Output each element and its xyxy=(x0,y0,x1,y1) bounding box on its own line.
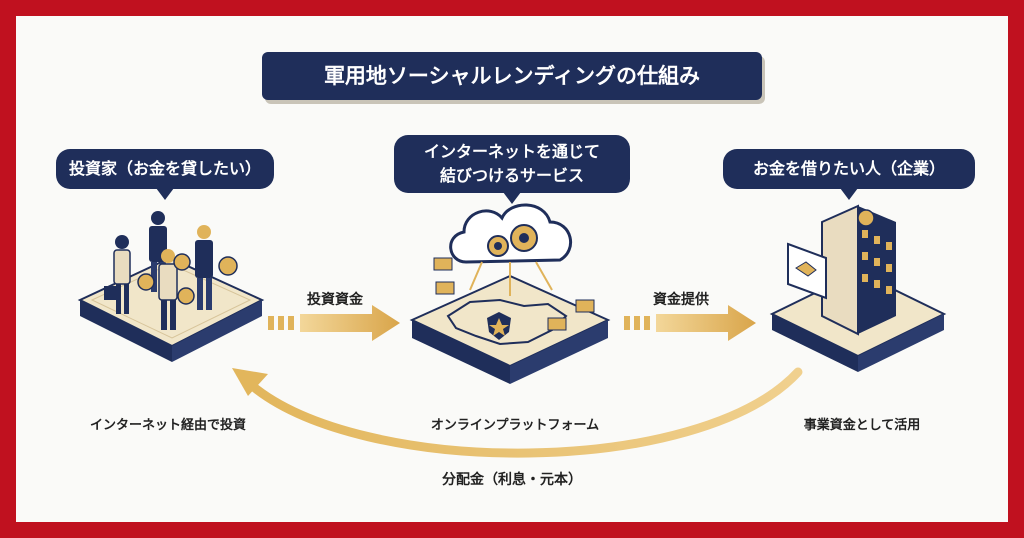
return-flow-label: 分配金（利息・元本） xyxy=(442,472,582,488)
bubble-tail xyxy=(156,188,174,200)
borrower-caption: 事業資金として活用 xyxy=(803,418,921,433)
invest-arrow xyxy=(268,305,400,341)
investor-bubble: 投資家（お金を貸したい） xyxy=(56,149,274,200)
investor-bubble-text: 投資家（お金を貸したい） xyxy=(68,159,261,178)
bubble-tail xyxy=(503,192,521,204)
investor-caption: インターネット経由で投資 xyxy=(89,418,246,433)
building-icon xyxy=(787,204,896,336)
return-arc-arrow xyxy=(232,367,803,458)
service-bubble-line1: インターネットを通じて xyxy=(423,142,600,161)
service-bubble-line2: 結びつけるサービス xyxy=(439,166,584,185)
cloud-gears-icon xyxy=(433,203,595,331)
page-title: 軍用地ソーシャルレンディングの仕組み xyxy=(262,52,762,100)
borrower-bubble: お金を借りたい人（企業） xyxy=(723,149,975,200)
investor-people xyxy=(104,211,238,330)
platform-caption: オンラインプラットフォーム xyxy=(430,418,600,433)
bubble-tail xyxy=(840,188,858,200)
invest-flow-label: 投資資金 xyxy=(307,292,363,308)
borrower-bubble-text: お金を借りたい人（企業） xyxy=(752,159,945,178)
provide-flow-label: 資金提供 xyxy=(653,292,709,308)
platform-base xyxy=(409,274,611,384)
provide-arrow xyxy=(624,305,756,341)
service-bubble: インターネットを通じて 結びつけるサービス xyxy=(394,135,630,204)
